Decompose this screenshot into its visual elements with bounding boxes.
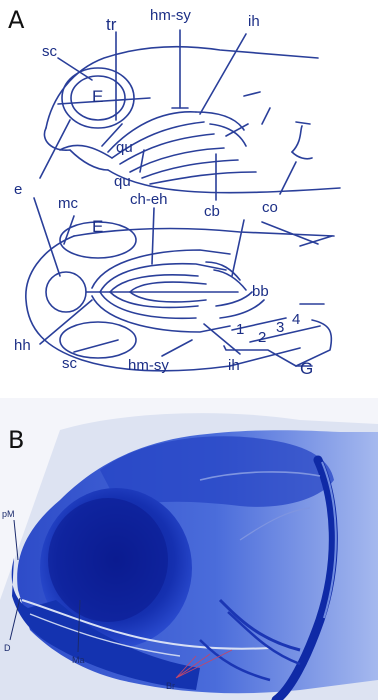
panel-a-drawing bbox=[40, 30, 340, 200]
panel-a-ventral-drawing bbox=[26, 198, 334, 371]
label-ch-eh: ch-eh bbox=[130, 192, 168, 207]
label-cb: cb bbox=[204, 204, 220, 219]
label-Ma: Ma bbox=[72, 656, 85, 665]
label-mc: mc bbox=[58, 196, 78, 211]
label-Br: Br bbox=[166, 682, 175, 691]
label-E-bottom: E bbox=[92, 218, 103, 235]
label-D: D bbox=[4, 644, 11, 653]
label-hm-sy-top: hm-sy bbox=[150, 8, 191, 23]
label-sc-bottom: sc bbox=[62, 356, 77, 371]
label-qu-upper: qu bbox=[116, 140, 133, 155]
label-E-top: E bbox=[92, 88, 103, 105]
panel-b-photo bbox=[0, 398, 378, 700]
label-e: e bbox=[14, 182, 22, 197]
label-tr: tr bbox=[106, 16, 116, 33]
label-arch-4: 4 bbox=[292, 312, 300, 327]
label-ih-bottom: ih bbox=[228, 358, 240, 373]
label-qu-lower: qu bbox=[114, 174, 131, 189]
label-hm-sy-bottom: hm-sy bbox=[128, 358, 169, 373]
label-hh: hh bbox=[14, 338, 31, 353]
panel-a-letter: A bbox=[8, 6, 24, 34]
label-co: co bbox=[262, 200, 278, 215]
label-G: G bbox=[300, 360, 313, 377]
label-ih-top: ih bbox=[248, 14, 260, 29]
panel-b-letter: B bbox=[8, 426, 24, 454]
label-pM: pM bbox=[2, 510, 15, 519]
label-sc-top: sc bbox=[42, 44, 57, 59]
label-arch-2: 2 bbox=[258, 330, 266, 345]
label-arch-1: 1 bbox=[236, 322, 244, 337]
label-arch-3: 3 bbox=[276, 320, 284, 335]
label-bb: bb bbox=[252, 284, 269, 299]
